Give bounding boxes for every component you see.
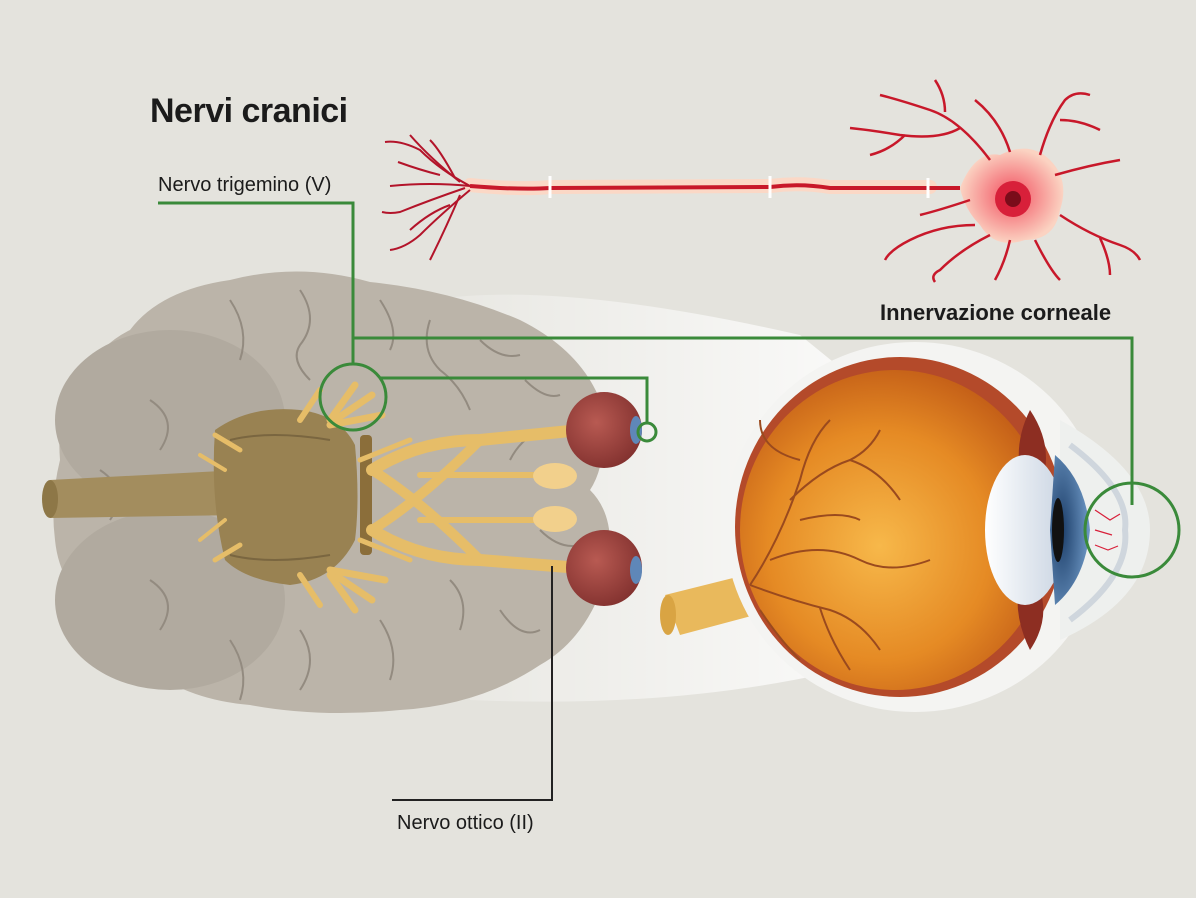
optic-nerve-leader bbox=[392, 566, 553, 801]
neuron bbox=[381, 79, 1142, 283]
cornea bbox=[1068, 442, 1129, 623]
trigeminal-nerve-label: Nervo trigemino (V) bbox=[158, 174, 332, 196]
eye-cross-section bbox=[660, 342, 1150, 712]
axon-terminal bbox=[381, 134, 471, 261]
olfactory-bulbs bbox=[533, 463, 577, 532]
iris bbox=[1050, 455, 1090, 605]
cornea-highlight-circle bbox=[1083, 481, 1181, 579]
diagram-title: Nervi cranici bbox=[150, 92, 348, 130]
dendrites bbox=[849, 79, 1142, 283]
corneal-innervation-label: Innervazione corneale bbox=[880, 300, 1112, 325]
brainstem bbox=[42, 409, 372, 585]
small-eyeballs bbox=[566, 392, 642, 606]
callout-lines bbox=[158, 201, 1181, 579]
optic-nerve-label: Nervo ottico (II) bbox=[397, 812, 534, 834]
cranial-nerves bbox=[198, 381, 586, 614]
lens bbox=[985, 455, 1065, 605]
